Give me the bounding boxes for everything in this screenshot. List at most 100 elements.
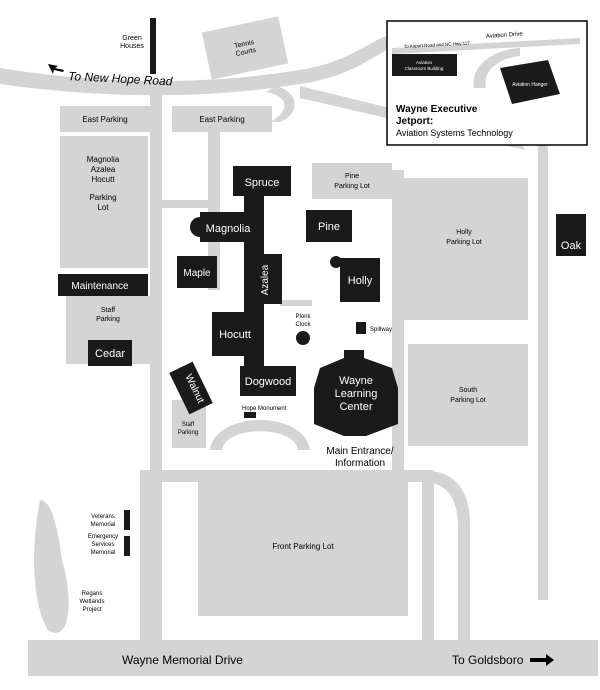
- staff-parking-2-label-2: Parking: [178, 430, 198, 436]
- mah-parking-line: Magnolia: [87, 155, 120, 164]
- central-road: [208, 130, 220, 290]
- hocutt-building: [212, 312, 258, 356]
- front-right-road: [422, 470, 434, 645]
- tennis-courts: [201, 16, 289, 80]
- road-label-goldsboro: To Goldsboro: [452, 653, 524, 667]
- wlc-label-1: Wayne: [339, 375, 373, 387]
- oak-building: [556, 214, 586, 256]
- tennis-label-1: Tennis: [234, 39, 256, 50]
- wlc-label-3: Center: [339, 401, 372, 413]
- ems-label-2: Services: [91, 542, 114, 548]
- veterans-memorial: [124, 510, 130, 530]
- ems-label-1: Emergency: [88, 534, 118, 540]
- front-parking-lot: [198, 480, 408, 616]
- road-label-new-hope: To New Hope Road: [68, 69, 173, 88]
- front-left-road: [140, 470, 152, 645]
- inset-title-2: Jetport:: [396, 116, 433, 127]
- entrance-loop: [210, 420, 310, 450]
- pine-building: [306, 210, 352, 242]
- mah-parking-line: Hocutt: [91, 175, 115, 184]
- main-entrance-label-2: Information: [335, 458, 385, 469]
- east-parking-left: [60, 106, 150, 132]
- walkway-1: [162, 200, 208, 208]
- cedar-building: [88, 340, 132, 366]
- main-entrance-label-1: Main Entrance/: [326, 446, 393, 457]
- inset-classroom-1: Aviation: [416, 60, 432, 65]
- green-houses-label-2: Houses: [120, 43, 144, 50]
- spillway: [356, 322, 366, 334]
- holly-parking-lot: [400, 178, 528, 320]
- regans-wetlands: [34, 500, 69, 633]
- staff-parking-label-1: Staff: [101, 307, 115, 314]
- oak-label: Oak: [561, 240, 582, 252]
- inset-subtitle: Aviation Systems Technology: [396, 128, 513, 138]
- tennis-label-2: Courts: [235, 47, 257, 58]
- spruce-building: [233, 166, 291, 196]
- east-parking-left-label: East Parking: [82, 115, 127, 124]
- plonk-clock: [296, 331, 310, 345]
- veterans-label-1: Veterans: [91, 514, 115, 520]
- dogwood-label: Dogwood: [245, 376, 291, 388]
- holly-parking-label-2: Parking Lot: [446, 239, 481, 246]
- holly-building: [340, 258, 380, 302]
- maple-label: Maple: [183, 268, 211, 279]
- pine-parking-label-1: Pine: [345, 173, 359, 180]
- hocutt-label: Hocutt: [219, 329, 251, 341]
- walnut-building: [169, 361, 213, 415]
- south-parking-label-1: South: [459, 387, 477, 394]
- south-parking-lot: [408, 344, 528, 446]
- ems-memorial: [124, 536, 130, 556]
- holly-rotunda: [330, 256, 342, 268]
- cedar-label: Cedar: [95, 348, 125, 360]
- hope-monument: [244, 412, 256, 418]
- holly-parking-label-1: Holly: [456, 229, 472, 236]
- staff-parking-2-label-1: Staff: [182, 422, 195, 428]
- mah-parking-lot: [60, 136, 148, 268]
- south-parking-label-2: Parking Lot: [450, 397, 485, 404]
- magnolia-rotunda: [190, 217, 210, 237]
- mah-parking-line: Azalea: [91, 165, 116, 174]
- inset-classroom-2: Classroom Building: [405, 66, 444, 71]
- wetlands-label-3: Project: [83, 607, 102, 613]
- plonk-label-2: Clock: [295, 322, 311, 328]
- veterans-label-2: Memorial: [91, 522, 116, 528]
- west-road: [150, 86, 162, 646]
- east-parking-right-label: East Parking: [199, 115, 244, 124]
- magnolia-label: Magnolia: [206, 223, 252, 235]
- pine-parking-lot: [312, 163, 392, 199]
- jetport-inset: [386, 20, 588, 146]
- mah-parking-line: Parking: [89, 193, 116, 202]
- memorial-drive: [28, 640, 598, 676]
- arrow-left-icon: [48, 64, 64, 74]
- wetlands-label-2: Wetlands: [80, 599, 105, 605]
- green-houses: [150, 18, 156, 74]
- road-label-airport: To Airport Road and NC Hwy 117: [404, 41, 471, 49]
- wlc-building: [314, 350, 398, 436]
- wetlands-label-1: Regans: [82, 591, 103, 597]
- front-parking-label: Front Parking Lot: [272, 542, 334, 551]
- spillway-label: Spillway: [370, 327, 392, 333]
- road-label-aviation: Aviation Drive: [486, 31, 524, 40]
- plonk-label-1: Plonk: [295, 314, 311, 320]
- azalea-wing: [255, 254, 282, 304]
- azalea-label: Azalea: [260, 264, 271, 295]
- aviation-drive: [520, 30, 548, 600]
- wlc-label-2: Learning: [335, 388, 378, 400]
- hope-monument-label: Hope Monument: [242, 406, 287, 412]
- maple-building: [177, 256, 217, 288]
- pine-parking-label-2: Parking Lot: [334, 183, 369, 190]
- inset-title-1: Wayne Executive: [396, 104, 478, 115]
- maintenance-building: [58, 274, 148, 296]
- inset-hanger: Aviation Hanger: [512, 82, 548, 88]
- maintenance-label: Maintenance: [71, 281, 129, 292]
- walkway-2: [280, 300, 312, 306]
- arrow-right-icon: [530, 654, 554, 666]
- holly-label: Holly: [348, 275, 373, 287]
- spruce-label: Spruce: [245, 177, 280, 189]
- east-parking-right: [172, 106, 272, 132]
- mah-parking-line: Lot: [97, 203, 109, 212]
- road-label-memorial: Wayne Memorial Drive: [122, 653, 243, 667]
- pine-label: Pine: [318, 221, 340, 233]
- dogwood-building: [240, 366, 296, 396]
